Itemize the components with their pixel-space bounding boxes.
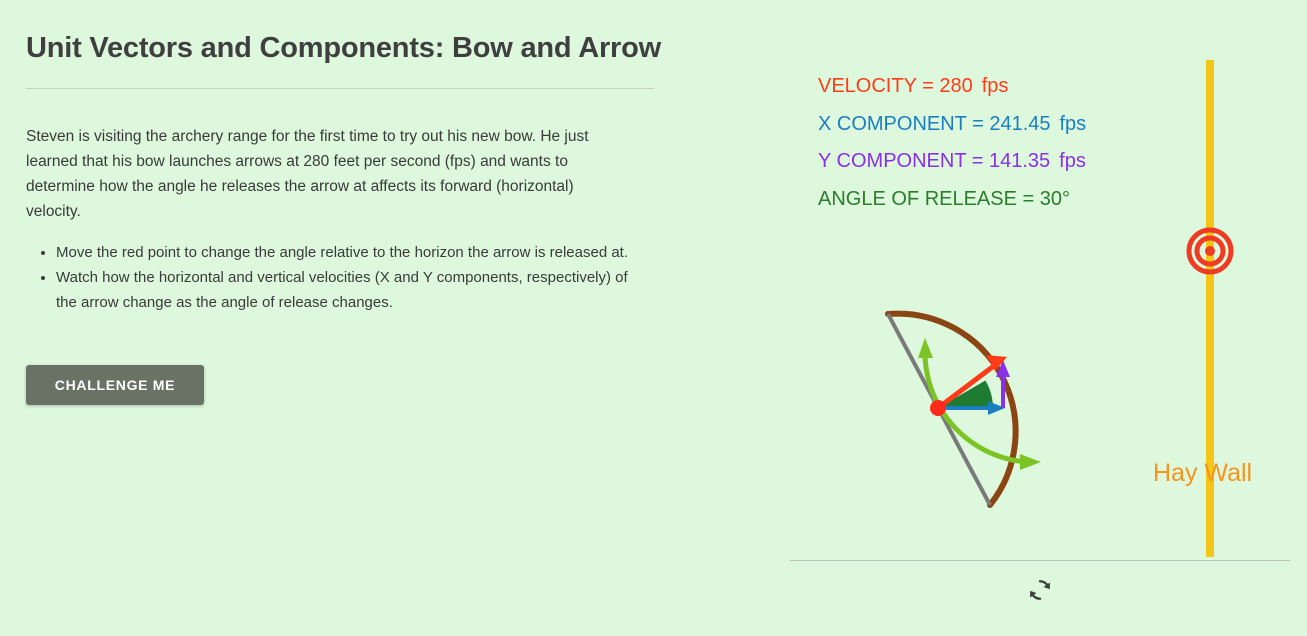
readout-list: VELOCITY = 280 fps X COMPONENT = 241.45 fp… bbox=[818, 68, 1086, 218]
simulation-panel: VELOCITY = 280 fps X COMPONENT = 241.45 fp… bbox=[700, 0, 1307, 636]
angle-wedge bbox=[938, 380, 993, 408]
readout-velocity-unit: fps bbox=[981, 75, 1009, 97]
lesson-panel: Unit Vectors and Components: Bow and Arr… bbox=[0, 0, 700, 636]
readout-velocity: VELOCITY = 280 fps bbox=[818, 68, 1086, 106]
readout-y-component-value: 141.35 bbox=[988, 150, 1051, 172]
reset-button[interactable] bbox=[1026, 576, 1054, 604]
drag-point[interactable] bbox=[930, 400, 946, 416]
readout-x-component-label: X COMPONENT = bbox=[818, 112, 990, 135]
intro-paragraph: Steven is visiting the archery range for… bbox=[26, 128, 589, 220]
readout-velocity-label: VELOCITY = bbox=[818, 75, 940, 97]
refresh-icon bbox=[1029, 580, 1051, 600]
drag-arc-indicator[interactable] bbox=[918, 338, 1041, 470]
list-item: Move the red point to change the angle r… bbox=[56, 240, 646, 265]
title-divider bbox=[26, 88, 654, 89]
readout-y-component: Y COMPONENT = 141.35 fps bbox=[818, 143, 1086, 181]
target-bullseye bbox=[1186, 227, 1234, 275]
list-item: Watch how the horizontal and vertical ve… bbox=[56, 265, 646, 315]
simulation-canvas[interactable] bbox=[700, 0, 1307, 636]
x-component-vector bbox=[938, 401, 1005, 415]
readout-angle-value: 30° bbox=[1039, 187, 1070, 210]
readout-x-component-value: 241.45 bbox=[989, 112, 1051, 135]
readout-x-component-unit: fps bbox=[1059, 112, 1087, 135]
readout-velocity-value: 280 bbox=[939, 75, 973, 97]
readout-angle-label: ANGLE OF RELEASE = bbox=[818, 187, 1040, 210]
y-component-vector bbox=[996, 360, 1010, 408]
page-title: Unit Vectors and Components: Bow and Arr… bbox=[26, 32, 662, 64]
challenge-me-button[interactable]: CHALLENGE ME bbox=[26, 365, 204, 405]
readout-y-component-unit: fps bbox=[1059, 150, 1086, 172]
readout-y-component-label: Y COMPONENT = bbox=[818, 150, 989, 172]
readout-angle-of-release: ANGLE OF RELEASE = 30° bbox=[818, 181, 1086, 219]
instructions-list: Move the red point to change the angle r… bbox=[26, 240, 646, 315]
velocity-vector bbox=[936, 355, 1007, 410]
hay-wall-label: Hay Wall bbox=[1153, 459, 1253, 487]
readout-x-component: X COMPONENT = 241.45 fps bbox=[818, 106, 1086, 144]
sim-divider bbox=[790, 560, 1290, 561]
